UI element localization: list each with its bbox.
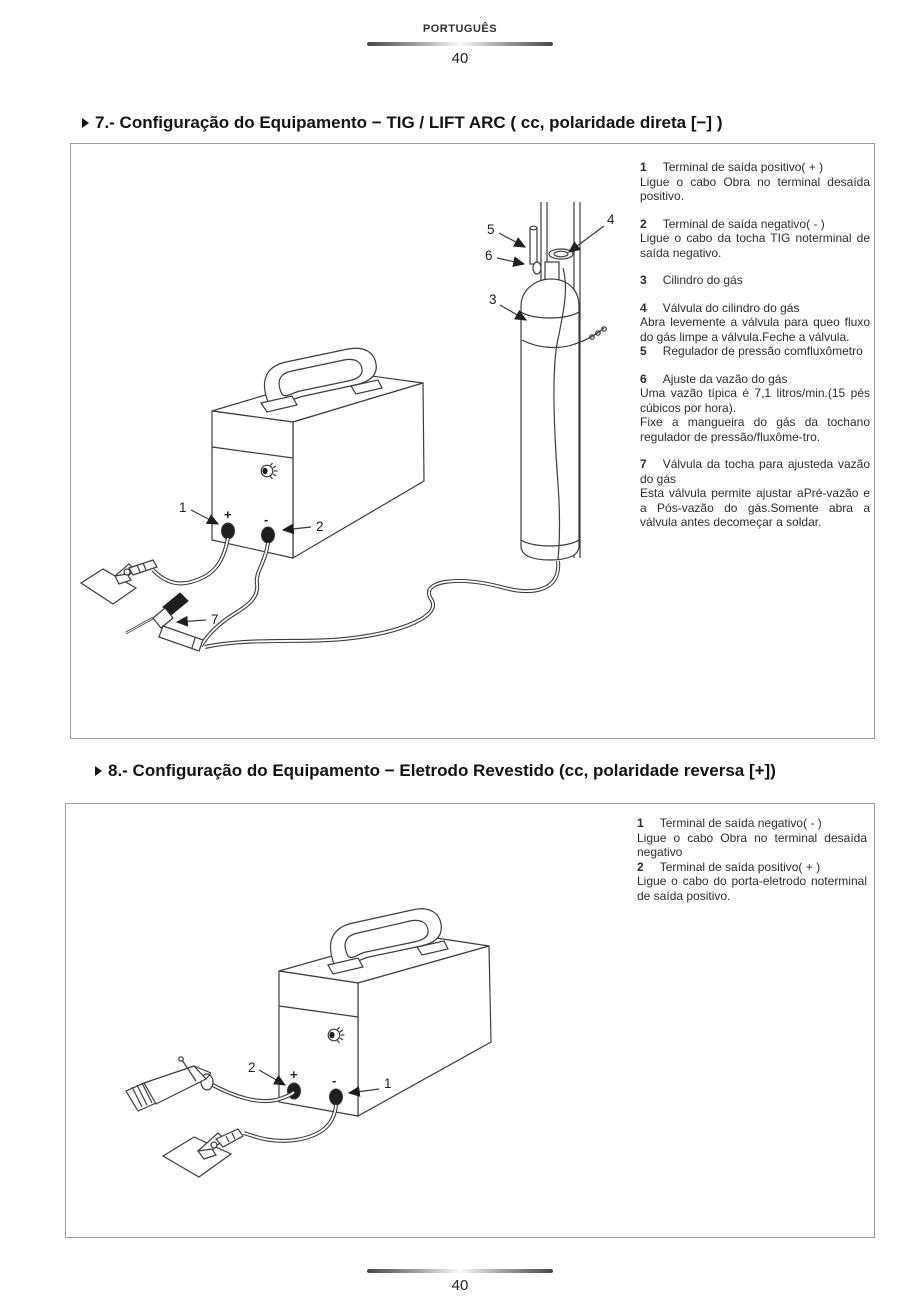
legend-item: 2 Terminal de saída negativo( - ) Ligue o… — [640, 217, 870, 261]
section7-heading: 7.- Configuração do Equipamento − TIG / … — [82, 113, 722, 133]
gas-hose-on-cylinder — [553, 267, 567, 561]
work-clamp — [79, 559, 158, 605]
header-rule — [367, 42, 553, 46]
callout-6: 6 — [485, 248, 493, 263]
legend-item: 4 Válvula do cilindro do gás Abra levemen… — [640, 301, 870, 345]
item-title: Válvula da tocha para ajusteda vazão do … — [640, 457, 870, 486]
work-cable — [243, 1104, 338, 1143]
item-number: 6 — [640, 371, 647, 386]
pressure-regulator — [548, 248, 574, 260]
carry-handle — [260, 347, 383, 413]
torch-handle — [158, 625, 204, 652]
minus-label: - — [332, 1073, 336, 1088]
item-body: Ligue o cabo da tocha TIG noterminal de … — [640, 231, 870, 260]
work-cable — [151, 537, 230, 586]
electrode-holder — [125, 1056, 214, 1112]
item-body: Ligue o cabo Obra no terminal desaída ne… — [637, 830, 867, 860]
retaining-chain — [521, 326, 607, 349]
torch-cable — [199, 542, 270, 648]
figure7-diagram: + - — [79, 202, 615, 652]
item-title: Terminal de saída positivo( + ) — [662, 160, 824, 174]
footer-page-number: 40 — [451, 1277, 469, 1294]
plus-label: + — [224, 507, 232, 522]
callout-4: 4 — [607, 212, 615, 227]
item-number: 2 — [640, 216, 647, 231]
page-header: PORTUGUÊS 40 — [0, 23, 920, 67]
language-label: PORTUGUÊS — [422, 23, 498, 35]
figure8-box: + - — [65, 803, 875, 1238]
positive-terminal — [221, 522, 235, 540]
item-title: Cilindro do gás — [662, 273, 743, 287]
item-number: 2 — [637, 859, 644, 874]
current-knob-icon — [327, 1026, 345, 1044]
figure7-callouts: 1 2 3 4 5 6 7 — [175, 212, 615, 627]
section-marker-icon — [82, 118, 89, 128]
item-body: Ligue o cabo Obra no terminal desaída po… — [640, 174, 870, 204]
item-body: Abra levemente a válvula para queo fluxo… — [640, 315, 870, 344]
section8-title: 8.- Configuração do Equipamento − Eletro… — [108, 761, 776, 780]
section-marker-icon — [95, 766, 102, 776]
item-number: 5 — [640, 344, 647, 358]
item-number: 1 — [640, 160, 647, 174]
page-footer: 40 — [0, 1262, 920, 1294]
item-number: 4 — [640, 300, 647, 315]
item-body: Ligue o cabo do porta-eletrodo notermina… — [637, 874, 867, 903]
work-plate — [79, 568, 138, 605]
item-title: Terminal de saída negativo( - ) — [659, 816, 822, 830]
legend-item: 6 Ajuste da vazão do gás Uma vazão típica… — [640, 372, 870, 445]
section7-title: 7.- Configuração do Equipamento − TIG / … — [95, 113, 723, 132]
callout-5: 5 — [487, 222, 495, 237]
item-title: Ajuste da vazão do gás — [662, 371, 788, 386]
gas-cylinder — [520, 225, 607, 561]
figure7-box: + - — [70, 143, 875, 739]
cylinder-body — [520, 278, 580, 561]
callout-1: 1 — [179, 500, 187, 515]
plus-label: + — [290, 1067, 298, 1082]
figure8-diagram: + - — [125, 908, 492, 1178]
machine-front — [211, 410, 294, 559]
current-knob-icon — [260, 462, 278, 480]
header-page-number: 40 — [451, 50, 469, 67]
item-number: 1 — [637, 816, 644, 830]
callout-1: 1 — [384, 1076, 392, 1091]
section8-heading: 8.- Configuração do Equipamento − Eletro… — [95, 761, 776, 781]
item-body: Uma vazão típica é 7,1 litros/min.(15 pé… — [640, 386, 870, 444]
item-title: Válvula do cilindro do gás — [662, 300, 800, 315]
legend-item: 2 Terminal de saída positivo( + ) Ligue o… — [637, 860, 867, 904]
machine-front — [278, 970, 359, 1117]
figure8-legend: 1 Terminal de saída negativo( - ) Ligue o… — [637, 816, 867, 903]
flow-adjust-knob — [532, 261, 542, 275]
carry-handle — [327, 908, 449, 975]
callout-3: 3 — [489, 292, 497, 307]
item-number: 7 — [640, 457, 647, 471]
item-title: Terminal de saída positivo( + ) — [659, 859, 821, 874]
figure8-callouts: 2 1 — [248, 1060, 392, 1097]
electrode-cable — [208, 1081, 296, 1104]
callout-2: 2 — [248, 1060, 256, 1075]
work-clamp — [161, 1128, 244, 1178]
legend-item: 1 Terminal de saída positivo( + ) Ligue o… — [640, 160, 870, 204]
welding-machine: + - — [278, 908, 492, 1118]
tig-torch — [125, 592, 204, 652]
legend-item: 1 Terminal de saída negativo( - ) Ligue o… — [637, 816, 867, 860]
gas-hose — [204, 560, 561, 649]
flowmeter-tube — [529, 227, 538, 265]
item-title: Regulador de pressão comfluxômetro — [662, 344, 863, 358]
callout-2: 2 — [316, 519, 324, 534]
negative-terminal — [329, 1088, 343, 1106]
figure7-legend: 1 Terminal de saída positivo( + ) Ligue o… — [640, 160, 870, 543]
minus-label: - — [264, 512, 268, 527]
legend-item: 3 Cilindro do gás — [640, 273, 870, 288]
legend-item: 5 Regulador de pressão comfluxômetro — [640, 344, 870, 359]
item-body: Esta válvula permite ajustar aPré-vazão … — [640, 486, 870, 529]
negative-terminal — [261, 526, 275, 544]
welding-machine: + - — [211, 347, 425, 560]
torch-head — [152, 607, 174, 629]
item-title: Terminal de saída negativo( - ) — [662, 216, 825, 231]
item-number: 3 — [640, 273, 647, 287]
callout-7: 7 — [211, 612, 219, 627]
footer-rule — [367, 1269, 553, 1273]
